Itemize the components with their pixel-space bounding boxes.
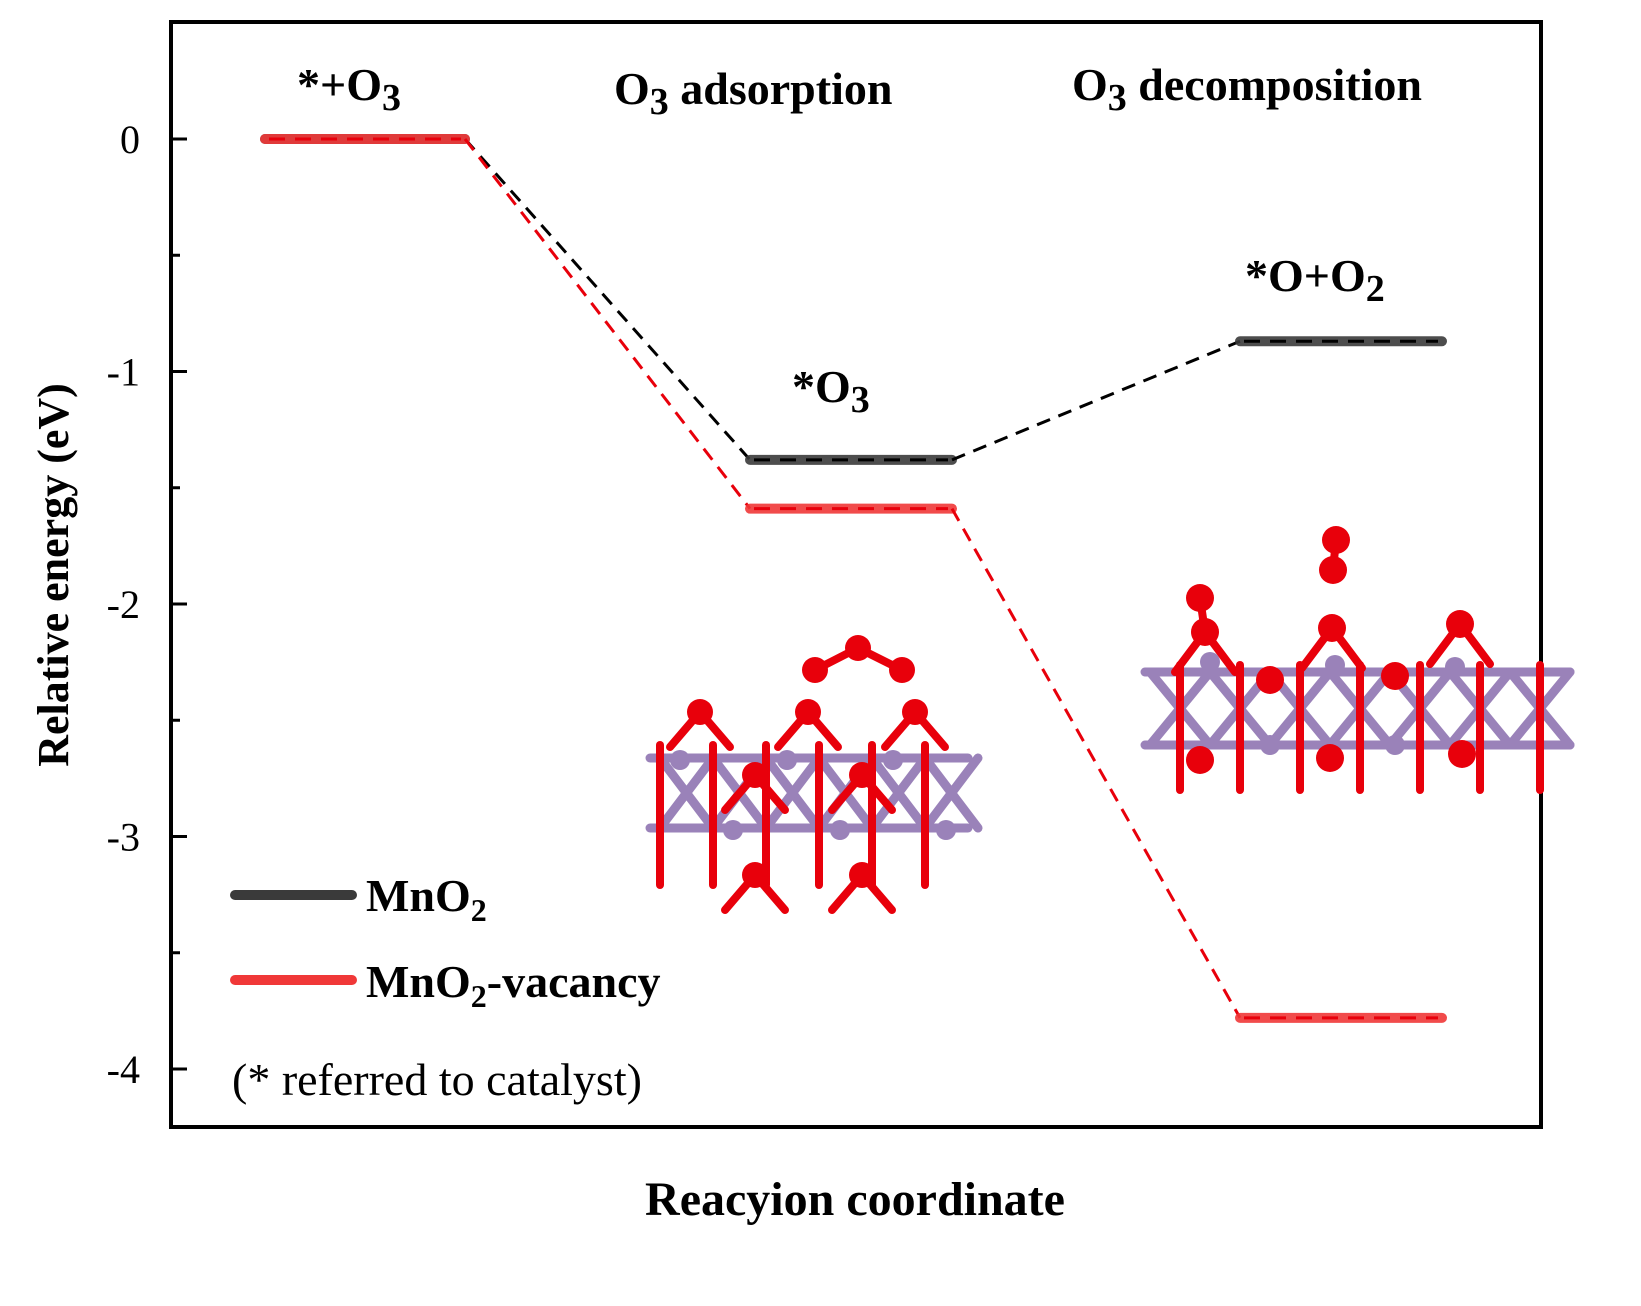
legend: MnO2 MnO2-vacancy (* referred to catalys…	[230, 870, 661, 1105]
transition-connector	[950, 507, 1242, 1019]
series-mno2-vacancy	[260, 134, 1447, 1023]
stage-label-decomposed: *O+O2	[1245, 250, 1385, 310]
transition-connector	[463, 138, 752, 510]
transition-connector	[463, 138, 752, 461]
series-layer	[260, 134, 1447, 1023]
section-title-decomposition: O3 decomposition	[1072, 59, 1422, 119]
transition-connector	[951, 339, 1241, 462]
stage-label-adsorbed: *O3	[792, 361, 870, 421]
plot-frame	[169, 20, 1543, 1129]
x-axis-label: Reacyion coordinate	[645, 1173, 1065, 1226]
adsorbed-o3-structure-image	[645, 635, 983, 914]
legend-label-mno2: MnO2	[366, 870, 487, 928]
section-title-adsorption: O3 adsorption	[614, 63, 892, 123]
catalyst-note: (* referred to catalyst)	[232, 1054, 642, 1105]
y-tick-label: -3	[107, 815, 140, 860]
stage-label-initial: *+O3	[297, 59, 401, 119]
y-tick-label: -4	[107, 1047, 140, 1092]
y-tick-label: -2	[107, 582, 140, 627]
legend-label-mno2-vacancy: MnO2-vacancy	[366, 956, 661, 1014]
decomposed-structure-image	[1140, 526, 1575, 794]
y-tick-label: 0	[120, 117, 140, 162]
y-tick-label: -1	[107, 350, 140, 395]
y-axis-ticks	[171, 137, 187, 1071]
y-axis-label: Relative energy (eV)	[29, 383, 78, 767]
y-axis-tick-labels: 0 -1 -2 -3 -4	[107, 117, 140, 1092]
